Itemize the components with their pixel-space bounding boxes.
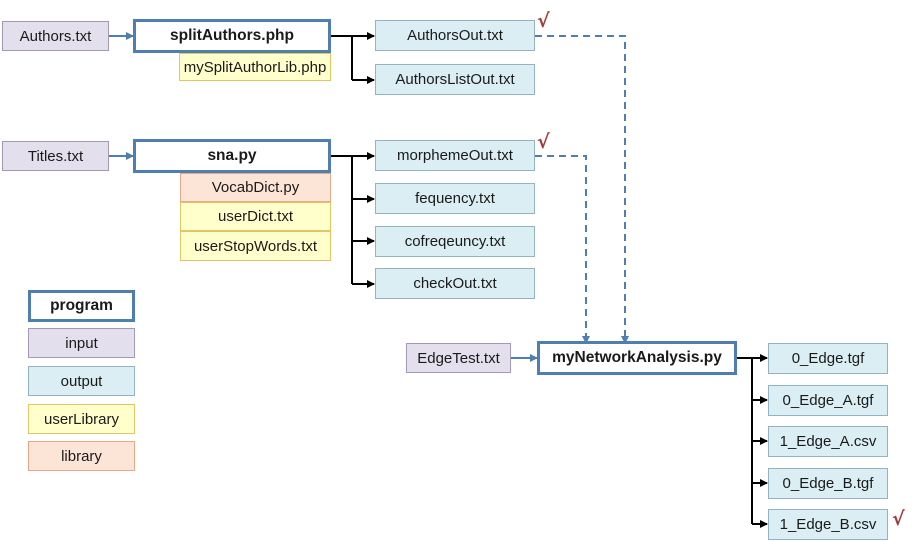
split-authors-program-box: splitAuthors.php xyxy=(133,19,331,53)
authors-out-box: AuthorsOut.txt xyxy=(375,20,535,51)
authors-list-out-box: AuthorsListOut.txt xyxy=(375,64,535,95)
network-output-tree xyxy=(737,354,768,528)
check-mark-edge-1-b: √ xyxy=(892,508,905,530)
fequency-box: fequency.txt xyxy=(375,183,535,214)
split-author-lib-box: mySplitAuthorLib.php xyxy=(179,53,331,81)
authors-input-box: Authors.txt xyxy=(2,21,109,51)
morpheme-out-box: morphemeOut.txt xyxy=(375,140,535,171)
check-out-box: checkOut.txt xyxy=(375,268,535,299)
vocab-dict-box: VocabDict.py xyxy=(180,173,331,202)
dashed-authorsout-to-network xyxy=(535,35,629,344)
edge-1-a-csv-box: 1_Edge_A.csv xyxy=(768,426,888,457)
edge-0-a-tgf-box: 0_Edge_A.tgf xyxy=(768,385,888,416)
legend-library: library xyxy=(28,441,135,471)
user-dict-box: userDict.txt xyxy=(180,202,331,231)
sna-program-box: sna.py xyxy=(133,139,331,173)
edge-0-b-tgf-box: 0_Edge_B.tgf xyxy=(768,468,888,499)
check-mark-authors-out: √ xyxy=(537,10,550,32)
titles-input-box: Titles.txt xyxy=(2,141,109,171)
check-mark-morpheme-out: √ xyxy=(537,131,550,153)
user-stop-words-box: userStopWords.txt xyxy=(180,231,331,261)
edge-1-b-csv-box: 1_Edge_B.csv xyxy=(768,509,888,540)
edge-test-input-box: EdgeTest.txt xyxy=(406,343,511,373)
legend-output: output xyxy=(28,366,135,396)
edge-0-tgf-box: 0_Edge.tgf xyxy=(768,343,888,374)
legend-user-library: userLibrary xyxy=(28,404,135,434)
network-analysis-program-box: myNetworkAnalysis.py xyxy=(537,341,737,375)
split-authors-output-tree xyxy=(331,32,375,84)
dashed-morpheme-to-network xyxy=(535,155,590,344)
legend-program: program xyxy=(28,290,135,322)
legend-input: input xyxy=(28,328,135,358)
cofreqeuncy-box: cofreqeuncy.txt xyxy=(375,226,535,257)
sna-output-tree xyxy=(331,152,375,288)
